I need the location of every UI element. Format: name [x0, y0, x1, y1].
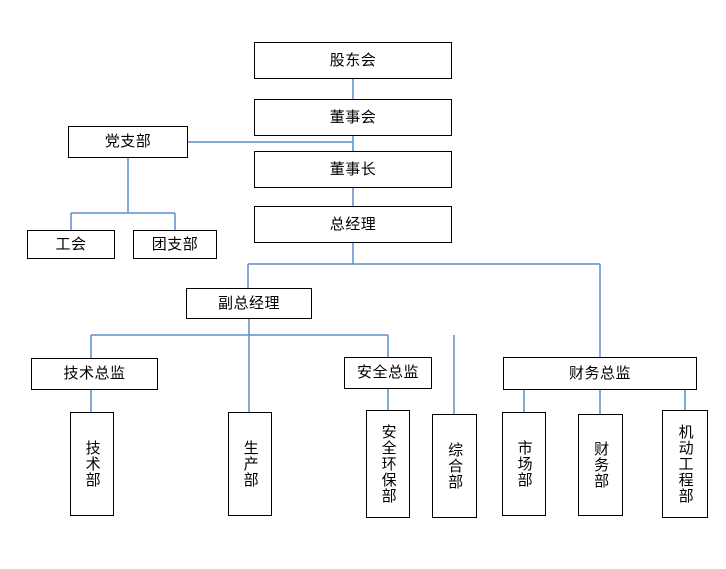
- node-label-safety-env-dept: 安全环保部: [379, 424, 398, 504]
- node-label-party-branch: 党支部: [104, 132, 152, 151]
- node-gm[interactable]: 总经理: [254, 206, 452, 243]
- node-label-tech-dept: 技术部: [83, 440, 102, 488]
- node-safety-director[interactable]: 安全总监: [344, 357, 432, 389]
- node-label-finance-dept: 财务部: [592, 441, 611, 489]
- node-label-finance-director: 财务总监: [568, 363, 631, 382]
- node-finance-director[interactable]: 财务总监: [503, 357, 697, 390]
- node-deputy-gm[interactable]: 副总经理: [186, 288, 312, 319]
- node-general-dept[interactable]: 综合部: [432, 414, 477, 518]
- node-shareholders[interactable]: 股东会: [254, 42, 452, 79]
- node-label-safety-director: 安全总监: [356, 363, 419, 382]
- node-label-shareholders: 股东会: [329, 50, 377, 69]
- node-tech-director[interactable]: 技术总监: [31, 358, 158, 390]
- node-youth-league[interactable]: 团支部: [133, 230, 217, 259]
- node-party-branch[interactable]: 党支部: [68, 126, 188, 158]
- node-board[interactable]: 董事会: [254, 99, 452, 136]
- node-label-production-dept: 生产部: [241, 440, 260, 488]
- node-label-union: 工会: [55, 234, 87, 253]
- node-union[interactable]: 工会: [27, 230, 115, 259]
- node-label-tech-director: 技术总监: [63, 364, 126, 383]
- node-label-board: 董事会: [329, 107, 377, 126]
- node-tech-dept[interactable]: 技术部: [70, 412, 114, 516]
- node-market-dept[interactable]: 市场部: [502, 412, 546, 516]
- node-label-chairman: 董事长: [329, 159, 377, 178]
- node-label-youth-league: 团支部: [151, 234, 199, 253]
- node-engineering-dept[interactable]: 机动工程部: [662, 410, 708, 518]
- node-label-market-dept: 市场部: [515, 440, 534, 488]
- node-label-deputy-gm: 副总经理: [217, 293, 280, 312]
- node-finance-dept[interactable]: 财务部: [578, 414, 623, 516]
- node-label-engineering-dept: 机动工程部: [676, 424, 695, 504]
- node-label-general-dept: 综合部: [446, 442, 465, 490]
- node-chairman[interactable]: 董事长: [254, 151, 452, 188]
- node-safety-env-dept[interactable]: 安全环保部: [366, 410, 410, 518]
- node-label-gm: 总经理: [329, 214, 377, 233]
- node-production-dept[interactable]: 生产部: [228, 412, 272, 516]
